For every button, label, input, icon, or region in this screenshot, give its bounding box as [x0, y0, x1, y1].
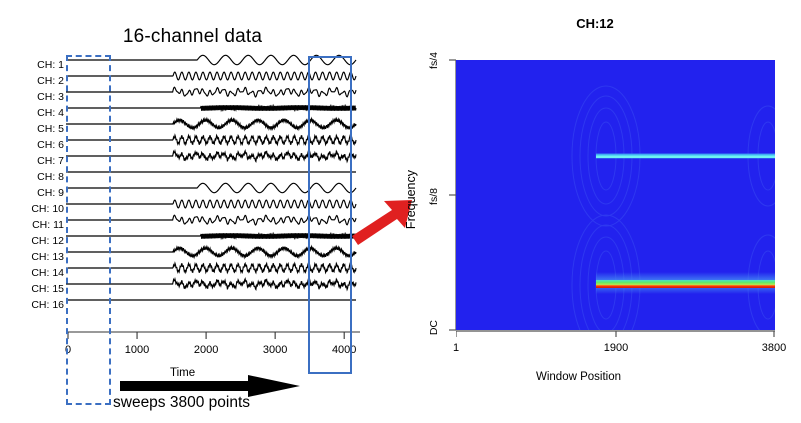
time-tick-label: 2000: [193, 344, 219, 356]
time-axis-label: Time: [170, 367, 196, 379]
window-position-tick-label: 1: [452, 342, 460, 354]
channel-label: CH: 2: [37, 75, 64, 87]
time-tick-label: 1000: [124, 344, 150, 356]
channel-trace: [66, 86, 357, 98]
channel-to-spectrogram-arrow: [352, 200, 412, 245]
channel-label: CH: 13: [31, 251, 64, 263]
channel-label: CH: 6: [37, 139, 64, 151]
channel-traces: [66, 54, 357, 301]
frequency-tick-label: fs/8: [428, 188, 440, 205]
spectrogram-image[interactable]: [456, 60, 775, 330]
channel-label: CH: 5: [37, 123, 64, 135]
high-frequency-band-core: [596, 155, 775, 158]
window-position-axis-label: Window Position: [536, 371, 622, 383]
channel-trace: [66, 133, 357, 147]
analysis-window-selection-box[interactable]: [308, 56, 352, 374]
channel-label: CH: 15: [31, 283, 64, 295]
channel-label: CH: 14: [31, 267, 64, 279]
channel-label: CH: 8: [37, 171, 64, 183]
channel-label-column: CH: 1 CH: 2 CH: 3 CH: 4 CH: 5 CH: 6 CH: 7 CH: 8…: [0, 55, 64, 311]
channel-trace: [66, 244, 357, 260]
spectrogram-title: CH:12: [576, 16, 614, 31]
left-plot-title: 16-channel data: [122, 26, 263, 47]
frequency-axis-label: Frequency: [404, 170, 418, 230]
time-tick-label: 3000: [262, 344, 288, 356]
low-frequency-band-core: [596, 284, 775, 288]
frequency-tick-label: fs/4: [428, 52, 440, 69]
channel-label: CH: 11: [32, 219, 64, 231]
time-tick-label: 0: [64, 344, 72, 356]
window-position-axis: [456, 330, 775, 337]
time-direction-arrow: [120, 375, 300, 397]
time-axis: [67, 331, 360, 339]
channel-label: CH: 1: [37, 59, 64, 71]
channel-trace: [66, 214, 357, 226]
channel-label: CH: 3: [37, 91, 64, 103]
low-frequency-band-green: [596, 280, 775, 286]
channel-trace: [66, 231, 357, 241]
channel-trace: [66, 148, 357, 164]
channel-trace: [66, 276, 357, 292]
channel-label: CH: 4: [37, 107, 64, 119]
sweeps-caption: sweeps 3800 points: [113, 394, 251, 411]
channel-trace: [66, 71, 357, 81]
channel-trace: [66, 54, 357, 66]
channel-label: CH: 7: [37, 155, 64, 167]
channel-label: CH: 12: [31, 235, 64, 247]
channel-trace: [66, 116, 357, 132]
channel-trace: [66, 103, 357, 113]
channel-label: CH: 10: [31, 203, 64, 215]
frequency-tick-label: DC: [428, 320, 440, 336]
channel-trace: [66, 261, 357, 275]
window-position-tick-label: 3800: [761, 342, 787, 354]
initial-window-selection-box[interactable]: [66, 55, 111, 405]
channel-trace: [66, 182, 357, 194]
channel-label: CH: 9: [37, 187, 64, 199]
channel-label: CH: 16: [31, 299, 64, 311]
channel-trace: [66, 199, 357, 209]
window-position-tick-label: 1900: [603, 342, 629, 354]
